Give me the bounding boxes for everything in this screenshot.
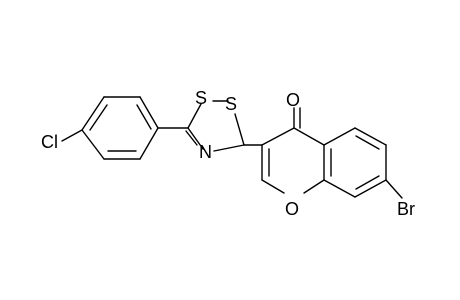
bond-c7-c8-inner (355, 175, 380, 190)
bond-c4-c4a (293, 127, 325, 146)
bond-n-c5-inner (185, 130, 198, 146)
bond-c5-c6 (354, 127, 387, 146)
bonds (61, 96, 403, 199)
bond-o1-c2 (261, 179, 285, 194)
bond-c5-c6-inner (355, 135, 380, 150)
bond-phenyl-1 (81, 96, 105, 131)
atom-labels: Cl S S N O O Br (41, 88, 415, 219)
atom-s-2: S (225, 94, 237, 114)
bond-c7-c8 (354, 179, 387, 198)
atom-o-ring: O (285, 199, 299, 219)
bond-n-c5 (187, 127, 204, 150)
bond-c4a-c5 (323, 127, 356, 146)
bond-cl-c1 (61, 129, 83, 142)
atom-br: Br (397, 199, 415, 219)
bond-s2-c3 (234, 113, 245, 146)
bond-phenyl-3 (139, 96, 159, 129)
bond-c7-br (385, 179, 403, 199)
bond-c8a-o1 (303, 179, 325, 194)
atom-n: N (199, 142, 212, 162)
bond-c3-n (213, 144, 245, 152)
bond-phenyl-6 (81, 129, 105, 160)
bond-phenyl-3-inner (136, 104, 152, 130)
bond-phenyl-4 (139, 127, 159, 160)
bond-c8-c8a (323, 179, 356, 198)
atom-o-carbonyl: O (286, 90, 300, 110)
bond-c3-c4 (261, 127, 295, 146)
atom-cl: Cl (41, 132, 58, 152)
atom-s-1: S (195, 88, 207, 108)
bond-c5-s1 (187, 103, 202, 129)
bond-phenyl-1-inner (89, 104, 108, 131)
